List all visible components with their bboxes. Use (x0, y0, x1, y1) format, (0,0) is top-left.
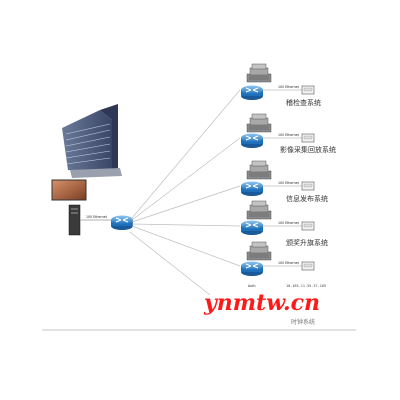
ethernet-label: 100 Ethernet (278, 85, 300, 89)
ethernet-label: 100 Ethernet (278, 261, 300, 265)
core-router-icon (110, 214, 134, 231)
branch-node: 100 Ethernet 颁奖升旗系统 (240, 200, 328, 247)
branch-node: 100 Ethernet 影像采集回放系统 (240, 113, 336, 154)
ethernet-label: 100 Ethernet (278, 221, 300, 225)
connection-lines (129, 89, 241, 296)
node-label: 稽检查系统 (286, 98, 321, 107)
ip-address-text: 10.165.11.55.37.165 (286, 284, 326, 288)
fiber-label: Auth (248, 284, 255, 288)
branch-node: 100 Ethernet 稽检查系统 (240, 63, 321, 107)
server-tower-icon: 100 Ethernet (68, 204, 112, 236)
ethernet-label: 100 Ethernet (278, 181, 300, 185)
watermark-text: ynmtw.cn (203, 290, 320, 316)
bottom-system-label: 时钟系统 (291, 318, 315, 326)
ethernet-label: 100 Ethernet (86, 215, 108, 219)
node-label: 颁奖升旗系统 (286, 238, 328, 247)
ethernet-label: 100 Ethernet (278, 133, 300, 137)
node-label: 影像采集回放系统 (280, 145, 336, 154)
node-label: 信息发布系统 (286, 194, 328, 203)
display-screen-icon (51, 179, 87, 201)
branch-node: 100 Ethernet (240, 241, 315, 277)
office-building-icon (62, 104, 122, 178)
branch-node: 100 Ethernet 信息发布系统 (240, 160, 328, 203)
